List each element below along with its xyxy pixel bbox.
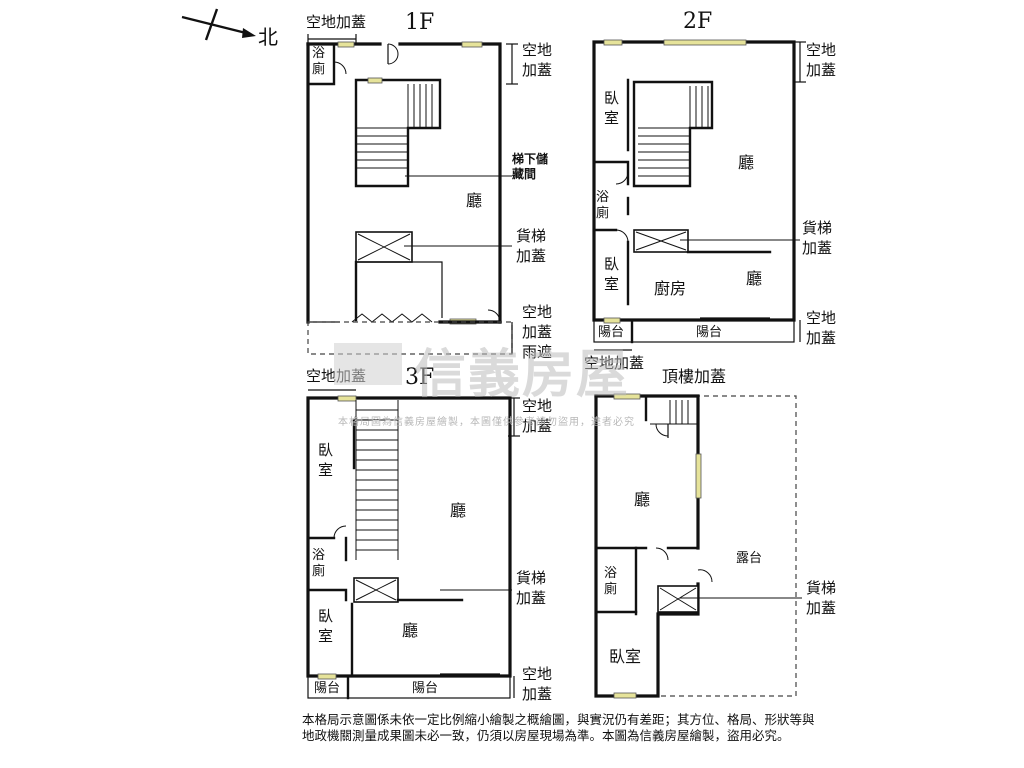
f2-balcony-label: 陽台: [696, 325, 722, 340]
f3-bedroom-top-label: 臥 室: [318, 441, 334, 479]
f2-right-top-addition-label: 空地 加蓋: [806, 41, 837, 79]
f2-kitchen-label: 廚房: [654, 279, 686, 298]
f3-balcony-label: 陽台: [412, 681, 438, 696]
f2-bedroom-top-label: 臥 室: [604, 89, 620, 127]
roof-living-label: 廳: [634, 490, 650, 509]
floor-3f: 3F 空地加蓋 臥 室 廳 浴 廁 臥 室 貨梯 加蓋 廳 陽台 陽台: [306, 365, 553, 703]
footnote: 本格局示意圖係未依一定比例縮小繪製之概繪圖，與實況仍有差距；其方位、格局、形狀等…: [302, 712, 815, 743]
f3-right-top-addition-label: 空地 加蓋: [522, 397, 553, 435]
f3-living-bottom-label: 廳: [402, 621, 418, 640]
f3-bath-label: 浴 廁: [312, 548, 326, 579]
f3-freight-elevator-label: 貨梯 加蓋: [516, 569, 547, 607]
f1-top-addition-label: 空地加蓋: [306, 13, 366, 31]
f1-right-top-addition-label: 空地 加蓋: [522, 41, 553, 79]
f1-living-label: 廳: [466, 191, 482, 210]
roof-freight-elevator-label: 貨梯 加蓋: [806, 579, 837, 617]
f2-bedroom-bottom-label: 臥 室: [604, 255, 620, 293]
f3-balcony-small-label: 陽台: [314, 681, 340, 696]
f2-living-top-label: 廳: [738, 153, 754, 172]
floor-roof-title: 頂樓加蓋: [662, 367, 726, 386]
f2-freight-elevator-label: 貨梯 加蓋: [802, 219, 833, 257]
f3-right-bottom-addition-label: 空地 加蓋: [522, 665, 553, 703]
watermark-brand: 信義房屋: [414, 344, 631, 405]
floor-1f: 1F 空地加蓋 浴 廁 梯下儲 藏間 廳 貨梯 加蓋: [306, 10, 553, 361]
roof-bath-label: 浴 廁: [604, 566, 618, 597]
f2-living-bottom-label: 廳: [746, 269, 762, 288]
watermark-logo: [334, 343, 402, 385]
f2-bottom-addition-label: 空地加蓋: [584, 354, 644, 372]
north-label: 北: [258, 25, 278, 49]
roof-bedroom-label: 臥室: [609, 647, 641, 666]
f2-right-bottom-addition-label: 空地 加蓋: [806, 309, 837, 347]
floor-2f-title: 2F: [683, 9, 712, 34]
f1-under-stair-storage-label: 梯下儲 藏間: [512, 152, 549, 181]
floor-1f-title: 1F: [405, 10, 434, 35]
watermark-notice: 本格局圖為信義房屋繪製，本圖僅供參考請勿盜用，違者必究: [338, 417, 635, 428]
floor-3f-title: 3F: [405, 365, 434, 390]
roof-terrace-label: 露台: [736, 551, 762, 566]
floor-2f: 2F 臥 室 浴 廁 臥 室 廳 貨梯 加蓋 廚房 廳 陽: [584, 9, 837, 372]
f3-living-top-label: 廳: [450, 501, 466, 520]
f1-freight-elevator-label: 貨梯 加蓋: [516, 227, 547, 265]
floor-roof: 頂樓加蓋 廳 浴 廁 貨梯 加蓋 露台 臥室: [594, 367, 837, 699]
f1-bottom-addition-label: 空地 加蓋 雨遮: [522, 303, 553, 361]
f1-bath-label: 浴 廁: [312, 46, 326, 77]
north-arrow-icon: [181, 8, 256, 41]
f3-bedroom-bottom-label: 臥 室: [318, 607, 334, 645]
f2-balcony-small-label: 陽台: [598, 325, 624, 340]
f2-bath-label: 浴 廁: [596, 190, 610, 221]
